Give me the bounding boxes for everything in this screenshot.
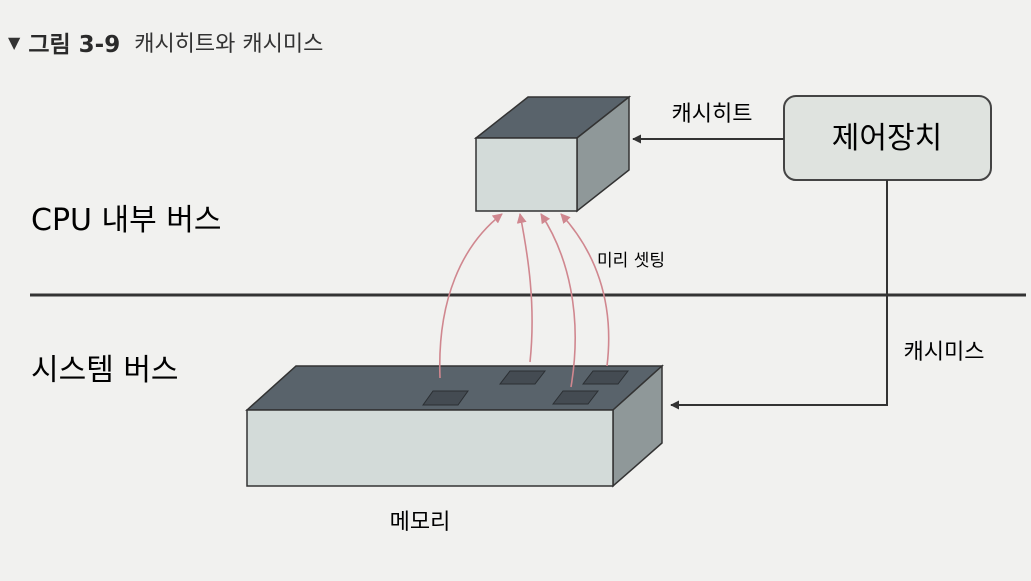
cache-cube-front bbox=[475, 137, 578, 212]
memory-block bbox=[245, 364, 664, 488]
memory-block-front bbox=[246, 409, 614, 487]
cache-miss-arrow bbox=[670, 180, 888, 410]
triangle-down-icon: ▼ bbox=[8, 32, 21, 52]
memory-cell bbox=[422, 390, 469, 406]
preset-arrow bbox=[516, 213, 533, 363]
system-bus-label: 시스템 버스 bbox=[31, 353, 179, 388]
preset-arrow bbox=[540, 213, 576, 388]
cache-miss-label: 캐시미스 bbox=[904, 340, 985, 365]
figure-number: 그림 3-9 bbox=[28, 32, 121, 58]
preset-label: 미리 셋팅 bbox=[597, 251, 665, 271]
preset-arrow bbox=[560, 213, 610, 367]
preset-arrow bbox=[438, 213, 503, 379]
figure-title: ▼ 그림 3-9 캐시히트와 캐시미스 bbox=[8, 22, 323, 62]
cpu-bus-label: CPU 내부 버스 bbox=[31, 203, 221, 238]
memory-cell bbox=[498, 370, 547, 385]
figure-caption: 캐시히트와 캐시미스 bbox=[134, 32, 324, 57]
memory-cell bbox=[551, 390, 600, 405]
cache-cube bbox=[473, 95, 632, 213]
memory-cell bbox=[581, 370, 630, 385]
memory-label: 메모리 bbox=[390, 510, 451, 535]
cache-hit-label: 캐시히트 bbox=[672, 102, 753, 127]
control-unit-label: 제어장치 bbox=[832, 121, 942, 156]
